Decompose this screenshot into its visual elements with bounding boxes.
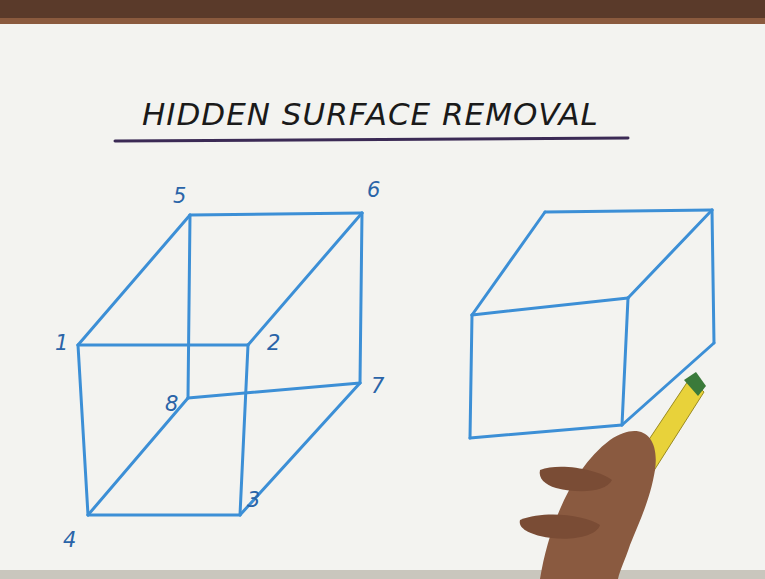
vertex-number: 4: [63, 530, 76, 551]
vertex-number: 5: [173, 186, 186, 207]
title-underline: [115, 138, 628, 141]
vertex-number: 7: [371, 376, 384, 397]
hand-with-marker: [520, 372, 706, 579]
vertex-number: 6: [367, 180, 380, 201]
diagram-title: HIDDEN SURFACE REMOVAL: [142, 96, 599, 132]
wireframe-cube: [78, 213, 362, 515]
vertex-number: 3: [247, 490, 260, 511]
board-edge: [0, 570, 765, 579]
vertex-number: 2: [267, 333, 280, 354]
vertex-number: 8: [165, 394, 178, 415]
board-edge: [0, 18, 765, 24]
vertex-number: 1: [55, 333, 68, 354]
